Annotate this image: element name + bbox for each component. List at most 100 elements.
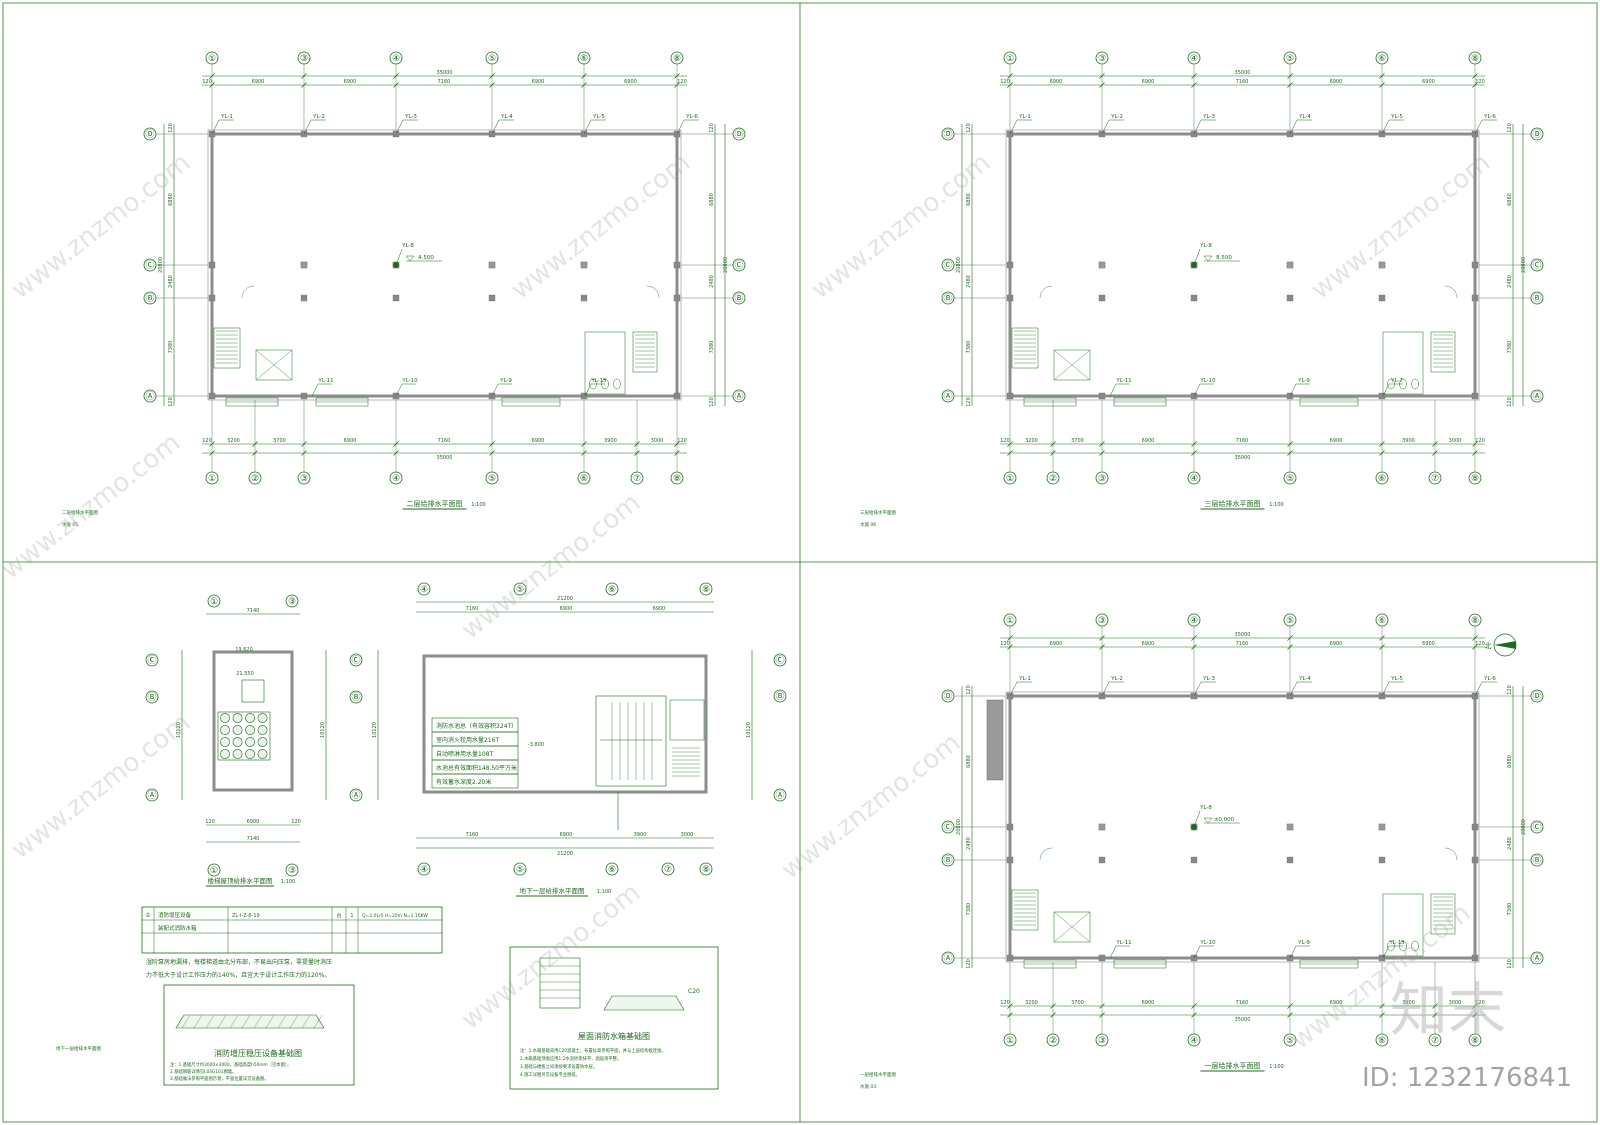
column	[1378, 823, 1386, 831]
basement-dim: 6900	[560, 832, 573, 838]
riser-label: YL-3	[1202, 676, 1215, 682]
row-axis-bubble-left: Ⓑ	[943, 293, 952, 304]
dim-value: 6900	[1422, 79, 1435, 85]
side-dim-value: 2480	[966, 837, 972, 850]
stair-row-bubble-left: Ⓒ	[147, 655, 156, 666]
stair-scale: 1:100	[281, 879, 295, 885]
dim-tick	[674, 450, 680, 456]
dim-tick	[1191, 82, 1197, 88]
top-axis-bubble: ⑥	[1378, 54, 1386, 64]
top-axis-bubble: ⑤	[1286, 616, 1294, 626]
tank-cell	[245, 749, 255, 759]
riser-label: YL-6	[1483, 676, 1496, 682]
row-axis-bubble-left: Ⓒ	[943, 260, 952, 271]
basement-axis-bubble-circle	[699, 582, 713, 596]
side-dim-value: 7380	[966, 903, 972, 916]
dim-tick	[301, 73, 307, 79]
hatch	[205, 1014, 215, 1029]
dim-tick	[1472, 1003, 1478, 1009]
basement-dim: 3900	[634, 832, 647, 838]
level-triangle	[405, 255, 415, 262]
stair-dim: 7140	[247, 836, 260, 842]
table-cell-qty: 1	[350, 913, 353, 919]
riser-leader	[1101, 681, 1110, 697]
riser-leader	[1289, 945, 1297, 959]
riser-leader	[1381, 119, 1390, 135]
dim-tick	[1472, 635, 1478, 641]
stair-row-bubble-left: Ⓐ	[147, 790, 156, 801]
dim-value: 3900	[1402, 438, 1415, 444]
dim-value: 120	[1475, 1000, 1485, 1006]
dim-tick	[301, 450, 307, 456]
column	[1190, 856, 1198, 864]
column	[1098, 261, 1106, 269]
dim-value: 6900	[1330, 1000, 1343, 1006]
column	[1378, 294, 1386, 302]
column	[1378, 954, 1386, 962]
top-axis-bubble: ⑥	[580, 54, 588, 64]
tank-cell	[232, 713, 243, 723]
side-dim-value: 2480	[966, 275, 972, 288]
door-swing	[241, 285, 255, 299]
roof-tank-note: 2.水箱基础顶面应用1:2水泥砂浆抹平，面层须平整。	[520, 1055, 621, 1062]
wc-fixture	[613, 378, 621, 390]
riser-label: YL-3	[404, 114, 417, 120]
pump-box	[241, 679, 265, 703]
side-dim-value: 120	[966, 397, 972, 407]
riser-label: YL-10	[401, 378, 418, 384]
riser-label: YL-3	[1202, 114, 1215, 120]
row-axis-bubble-left: Ⓒ	[145, 260, 154, 271]
riser-leader	[1474, 119, 1483, 135]
watermark-text: www.znzmo.com	[456, 878, 646, 1036]
row-axis-bubble-left: Ⓐ	[943, 391, 952, 402]
column	[673, 294, 681, 302]
dim-tick	[393, 441, 399, 447]
row-axis-bubble-right: Ⓐ	[1532, 391, 1541, 402]
north-arrow-needle	[1494, 641, 1516, 649]
dim-tick	[1007, 1012, 1013, 1018]
riser-label: YL-8	[1199, 805, 1212, 811]
dim-tick	[1191, 1012, 1197, 1018]
tank-cell	[232, 749, 243, 759]
dim-value: 120	[1000, 1000, 1010, 1006]
dim-tick	[1191, 644, 1197, 650]
riser-label: YL-2	[312, 114, 325, 120]
column	[392, 294, 400, 302]
riser-leader	[584, 383, 592, 397]
basement-bottom-bubble: ⑤	[516, 865, 524, 875]
stair-row-bubble-left-circle	[145, 690, 159, 704]
basement-bottom-bubble-circle	[513, 862, 527, 876]
riser-label: YL-4	[1298, 114, 1311, 120]
column	[1098, 294, 1106, 302]
stair-level: 19.620	[235, 647, 253, 653]
riser-leader	[491, 383, 499, 397]
riser-leader	[1193, 681, 1202, 697]
hatch	[265, 1014, 275, 1029]
basement-dim: 3000	[681, 832, 694, 838]
basement-axis-bubble-circle	[513, 582, 527, 596]
plan-scale: 1:100	[1269, 1064, 1283, 1070]
dim-total: 35000	[1235, 1017, 1251, 1023]
dim-tick	[489, 441, 495, 447]
stair-dim: 120	[291, 819, 301, 825]
c20-label: C20	[688, 988, 700, 995]
elevator-shaft	[1053, 349, 1091, 381]
tank-cell	[257, 725, 268, 735]
riser-label: YL-11	[1115, 940, 1131, 946]
dim-tick	[1379, 441, 1385, 447]
row-axis-bubble-right: Ⓑ	[734, 293, 743, 304]
dim-value: 7160	[1236, 438, 1249, 444]
toilet-room	[1382, 331, 1424, 395]
dim-value: 6900	[1330, 79, 1343, 85]
stair-row-bubble-right: Ⓐ	[351, 790, 360, 801]
dim-tick	[1379, 82, 1385, 88]
column	[208, 294, 216, 302]
bottom-axis-bubble: ⑦	[1431, 474, 1439, 484]
outer-wall	[1008, 694, 1477, 960]
wc-fixture	[1411, 940, 1419, 952]
row-axis-bubble-left: Ⓓ	[145, 129, 154, 140]
riser-leader	[1381, 681, 1390, 697]
